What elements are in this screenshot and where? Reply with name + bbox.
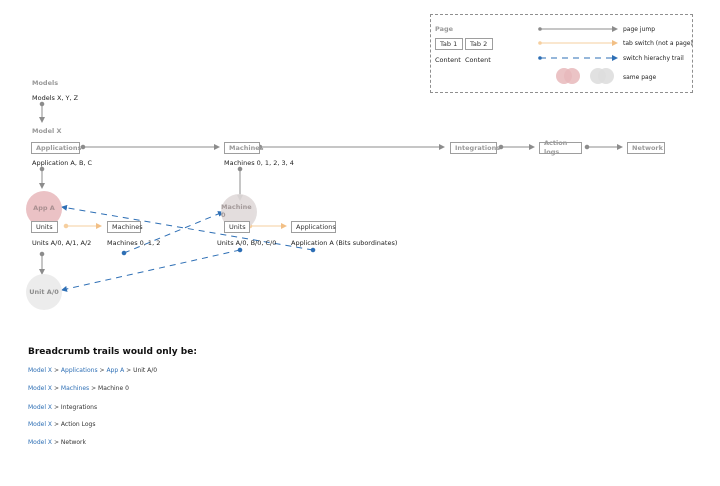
crumb-separator: >: [53, 421, 59, 428]
crumb-link[interactable]: Machines: [60, 385, 90, 392]
crumb-separator: >: [53, 404, 59, 411]
page-jump-lines: [39, 101, 623, 275]
crumb-separator: >: [53, 385, 59, 392]
breadcrumbs-heading: Breadcrumb trails would only be:: [28, 347, 197, 357]
crumb-current: Unit A/0: [133, 367, 158, 374]
legend-tab1: Tab 1: [435, 38, 463, 50]
crumb-link[interactable]: Model X: [28, 404, 53, 411]
legend-hierarchy-trail-label: switch hierachy trail: [623, 55, 684, 62]
crumb-separator: >: [91, 385, 97, 392]
legend-lines: [538, 26, 618, 61]
modelx-integrations-box: Integrations: [450, 142, 500, 154]
legend-page-jump-label: page jump: [623, 26, 656, 33]
models-header: Models: [32, 79, 59, 87]
crumb-current: Integrations: [60, 404, 98, 411]
crumb-link[interactable]: Model X: [28, 385, 53, 392]
crumb-link[interactable]: App A: [106, 367, 125, 374]
machine0-units-content: Units A/0, B/0, C/0: [217, 239, 277, 247]
appa-units-content: Units A/0, A/1, A/2: [32, 239, 92, 247]
crumb-separator: >: [53, 439, 59, 446]
crumb-link[interactable]: Model X: [28, 421, 53, 428]
appa-machines-box: Machines: [107, 221, 143, 233]
crumb-separator: >: [99, 367, 105, 374]
machine0-circle-label: Machine 0: [221, 203, 252, 219]
legend-content2: Content: [465, 56, 491, 64]
modelx-applications-content: Application A, B, C: [32, 159, 93, 167]
appa-units-box: Units: [31, 221, 58, 233]
legend-page-label: Page: [435, 25, 454, 33]
modelx-applications-box: Applications: [31, 142, 81, 154]
tab-switch-lines: [63, 223, 287, 229]
appa-machines-content: Machines 0, 1, 2: [107, 239, 161, 247]
crumb-current: Machine 0: [98, 385, 129, 392]
unita0-circle: Unit A/0: [26, 274, 62, 310]
crumb-link[interactable]: Model X: [28, 367, 53, 374]
breadcrumb-trail-1: Model X > Applications > App A > Unit A/…: [28, 367, 157, 375]
models-content: Models X, Y, Z: [32, 94, 79, 102]
legend-same-page-pink-circle-b: [564, 68, 580, 84]
crumb-link[interactable]: Applications: [60, 367, 98, 374]
breadcrumb-trail-2: Model X > Machines > Machine 0: [28, 385, 129, 393]
appa-circle-label: App A: [33, 204, 55, 212]
machine0-applications-content: Application A (Bits subordinates): [291, 239, 398, 247]
modelx-header: Model X: [32, 127, 62, 135]
legend-tab-switch-label: tab switch (not a page): [623, 40, 693, 47]
breadcrumb-trail-3: Model X > Integrations: [28, 404, 97, 412]
legend-content1: Content: [435, 56, 461, 64]
legend-same-page-label: same page: [623, 74, 657, 81]
machine0-units-box: Units: [224, 221, 250, 233]
crumb-current: Network: [60, 439, 86, 446]
hierarchy-trail-lines: [61, 204, 316, 292]
unita0-circle-label: Unit A/0: [29, 288, 59, 296]
legend-tab2: Tab 2: [465, 38, 493, 50]
breadcrumb-trail-5: Model X > Network: [28, 439, 86, 447]
legend: Page Tab 1 Tab 2 Content Content page ju…: [430, 14, 693, 93]
modelx-machines-box: Machines: [224, 142, 263, 154]
crumb-current: Action Logs: [60, 421, 96, 428]
crumb-separator: >: [126, 367, 132, 374]
machine0-applications-box: Applications: [291, 221, 336, 233]
legend-same-page-gray-circle-b: [598, 68, 614, 84]
breadcrumb-trail-4: Model X > Action Logs: [28, 421, 95, 429]
modelx-machines-content: Machines 0, 1, 2, 3, 4: [224, 159, 294, 167]
modelx-network-box: Network: [627, 142, 665, 154]
crumb-separator: >: [53, 367, 59, 374]
modelx-action-logs-box: Action logs: [539, 139, 582, 156]
crumb-link[interactable]: Model X: [28, 439, 53, 446]
